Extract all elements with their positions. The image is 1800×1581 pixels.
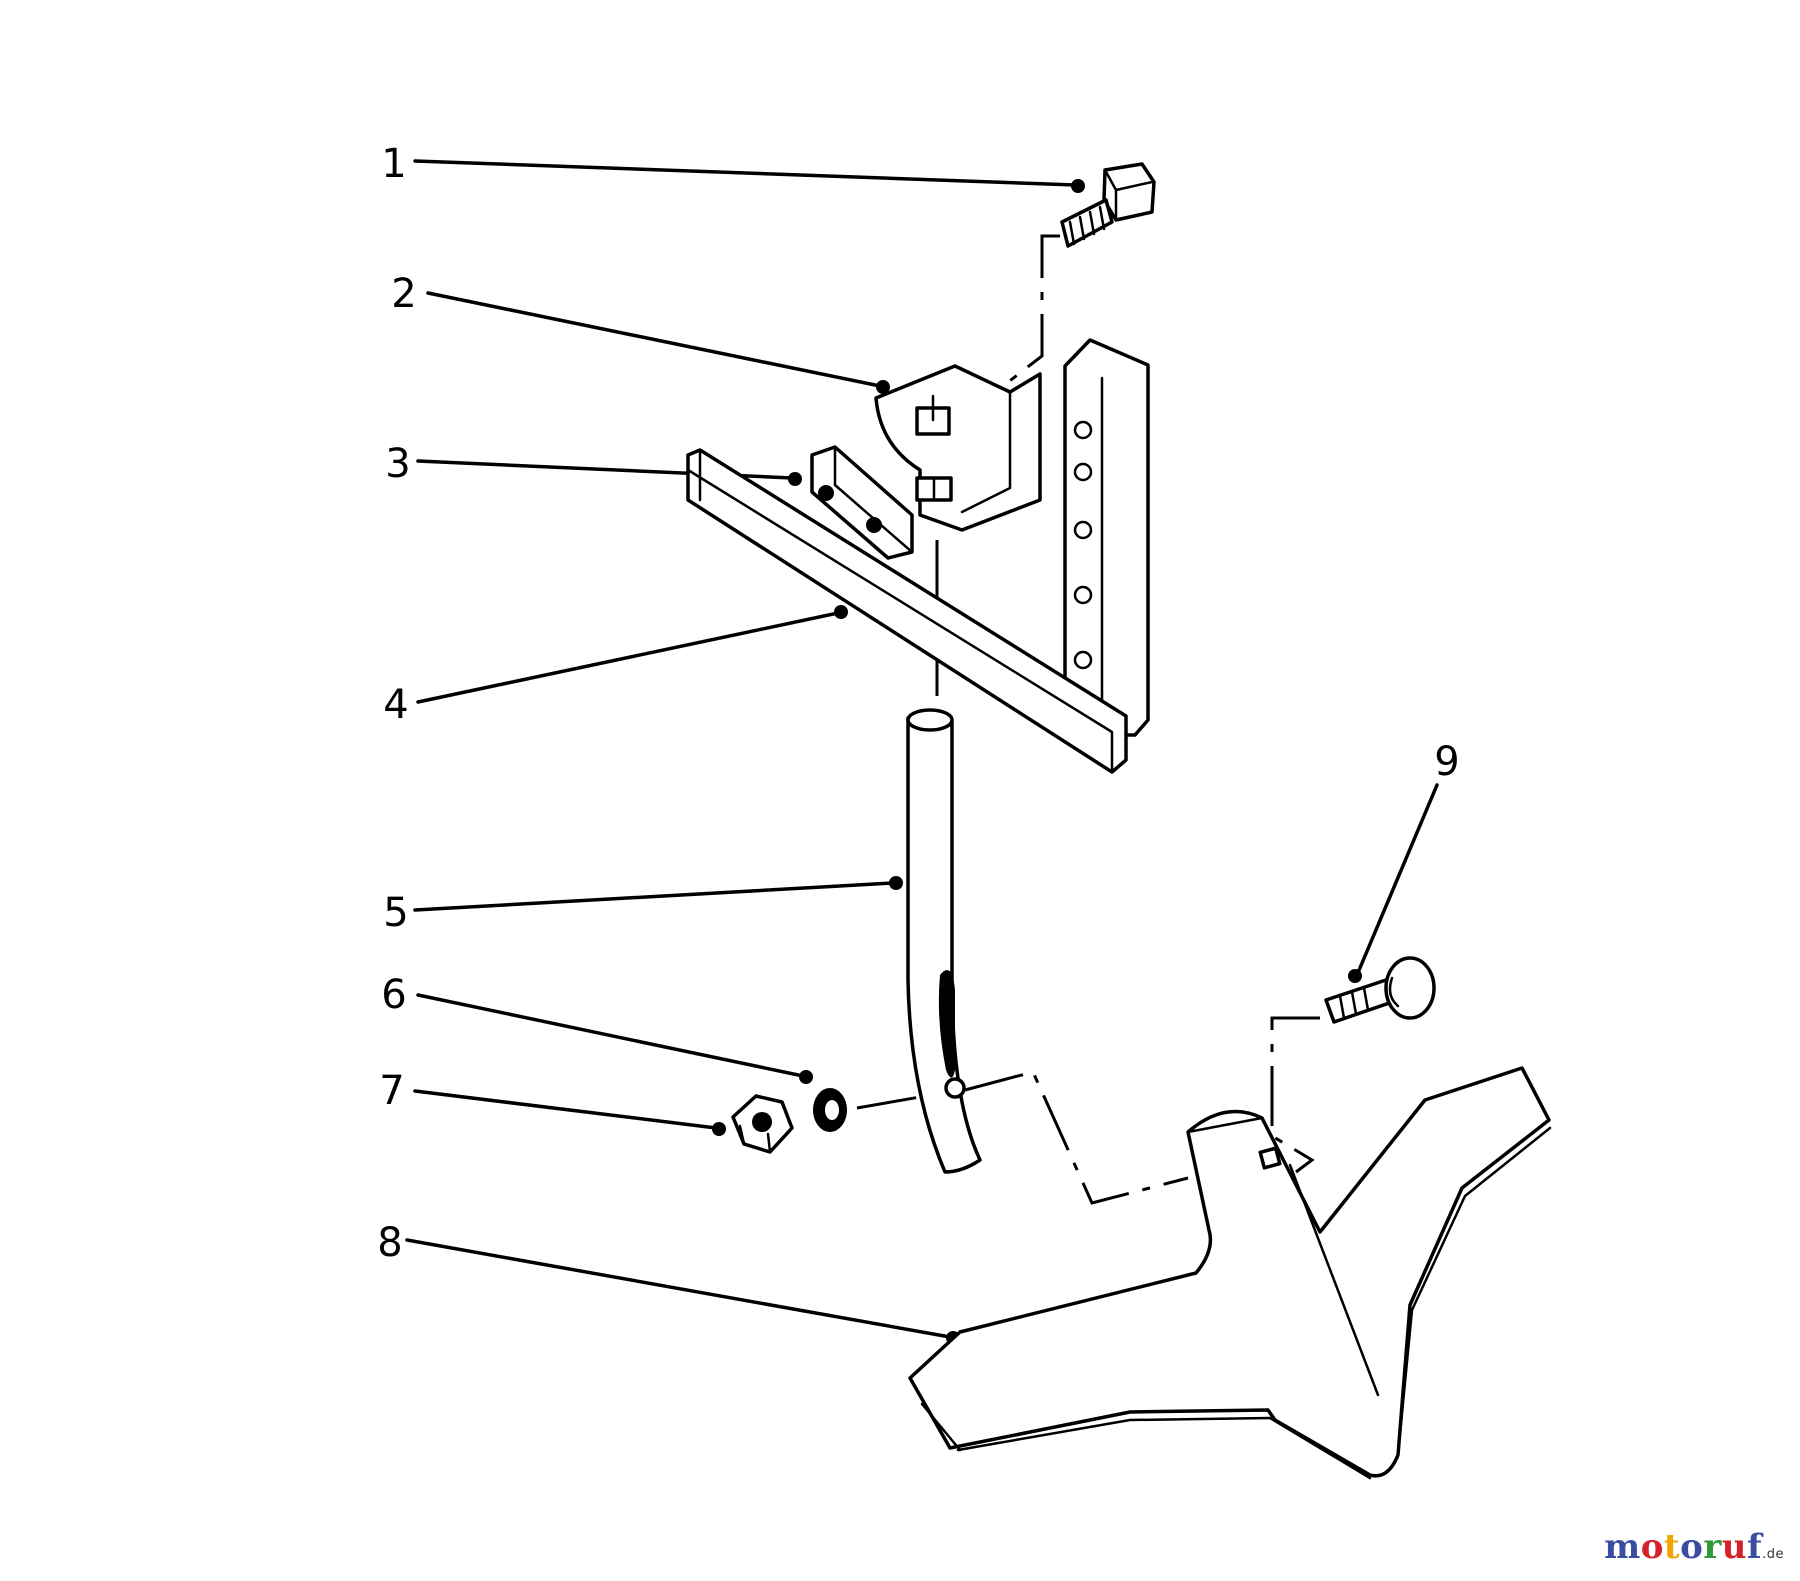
callout-7: 7 bbox=[379, 1068, 404, 1114]
shovel-crease bbox=[1288, 1163, 1380, 1397]
nut-hole bbox=[752, 1112, 772, 1132]
bolt-head-edges bbox=[1103, 168, 1154, 222]
watermark-letter: m bbox=[1604, 1527, 1641, 1567]
shovel-neck-top bbox=[1186, 1116, 1264, 1134]
clamp-plate bbox=[810, 445, 914, 560]
callout-4: 4 bbox=[383, 682, 408, 728]
shovel-body bbox=[908, 1066, 1551, 1478]
clamp-bracket bbox=[874, 364, 1042, 532]
leader-line-5 bbox=[413, 881, 895, 912]
carriage-bolt-head bbox=[1384, 956, 1436, 1020]
watermark-letter: r bbox=[1703, 1527, 1722, 1567]
watermark-letter: o bbox=[1680, 1527, 1704, 1567]
vertical-post bbox=[1063, 338, 1150, 737]
assembly-line-bolt bbox=[1002, 234, 1060, 388]
callout-numbers: 1 2 3 4 5 6 7 8 9 bbox=[377, 141, 1459, 1266]
nut-edges bbox=[738, 1124, 772, 1154]
bolt-shank bbox=[1060, 198, 1114, 248]
leader-dot-6 bbox=[799, 1070, 813, 1084]
leader-dot-1 bbox=[1071, 179, 1085, 193]
leader-lines bbox=[405, 159, 1439, 1339]
callout-6: 6 bbox=[381, 972, 406, 1018]
leader-line-7 bbox=[413, 1089, 718, 1130]
leader-line-2 bbox=[426, 291, 882, 388]
post-hole-4 bbox=[1073, 585, 1093, 605]
watermark-suffix: .de bbox=[1762, 1547, 1784, 1562]
shank-body bbox=[906, 711, 982, 1174]
square-head-bolt bbox=[1060, 162, 1156, 248]
post-hole-1 bbox=[1073, 420, 1093, 440]
leader-dot-4 bbox=[834, 605, 848, 619]
leader-dot-9 bbox=[1348, 969, 1362, 983]
leader-line-1 bbox=[413, 159, 1077, 187]
callout-3: 3 bbox=[385, 441, 410, 487]
callout-5: 5 bbox=[383, 890, 408, 936]
post-hole-3 bbox=[1073, 520, 1093, 540]
callout-1: 1 bbox=[381, 141, 406, 187]
shank-bolt-hole bbox=[944, 1077, 966, 1099]
carriage-bolt-threads bbox=[1338, 986, 1370, 1020]
post-hole-5 bbox=[1073, 650, 1093, 670]
leader-line-4 bbox=[416, 611, 840, 704]
callout-8: 8 bbox=[377, 1220, 402, 1266]
leader-dot-7 bbox=[712, 1122, 726, 1136]
hex-nut bbox=[731, 1094, 794, 1154]
shovel-bolt-hole bbox=[1258, 1146, 1282, 1170]
watermark-letter: u bbox=[1721, 1527, 1747, 1567]
toolbar-frame bbox=[686, 338, 1150, 774]
post-hole-2 bbox=[1073, 462, 1093, 482]
bolt-threads bbox=[1068, 205, 1106, 246]
watermark-letter: f bbox=[1746, 1527, 1763, 1567]
assembly-lines bbox=[856, 234, 1320, 1205]
callout-9: 9 bbox=[1434, 739, 1459, 785]
washer-center bbox=[825, 1100, 839, 1120]
leader-dot-3 bbox=[788, 472, 802, 486]
assembly-line-bolt-lower bbox=[964, 1070, 1189, 1205]
shank-top bbox=[906, 708, 954, 732]
assembly-line-carriage-bolt bbox=[1270, 1016, 1320, 1174]
motoruf-watermark-logo: motoruf.de bbox=[1604, 1527, 1784, 1567]
assembly-line-washer bbox=[856, 1088, 961, 1110]
carriage-bolt-neck bbox=[1388, 976, 1400, 1008]
shank-slot bbox=[938, 970, 955, 1078]
lock-washer bbox=[813, 1088, 847, 1132]
leader-line-9 bbox=[1355, 783, 1439, 977]
plate-hole-2 bbox=[866, 517, 882, 533]
plate-hole-1 bbox=[818, 485, 834, 501]
bolt-head bbox=[1102, 162, 1156, 222]
watermark-letter: t bbox=[1663, 1527, 1681, 1567]
carriage-bolt bbox=[1324, 956, 1436, 1024]
beam-edges bbox=[686, 448, 1114, 774]
watermark-letter: o bbox=[1640, 1527, 1664, 1567]
curved-shank bbox=[906, 708, 982, 1174]
leader-dot-5 bbox=[889, 876, 903, 890]
leader-line-8 bbox=[405, 1238, 952, 1339]
callout-2: 2 bbox=[391, 271, 416, 317]
bracket-inner-edge bbox=[960, 390, 1012, 514]
shovel-bevel-edges bbox=[920, 1126, 1552, 1480]
sweep-shovel bbox=[908, 1066, 1552, 1480]
leader-line-6 bbox=[416, 993, 805, 1078]
leader-dot-2 bbox=[876, 380, 890, 394]
